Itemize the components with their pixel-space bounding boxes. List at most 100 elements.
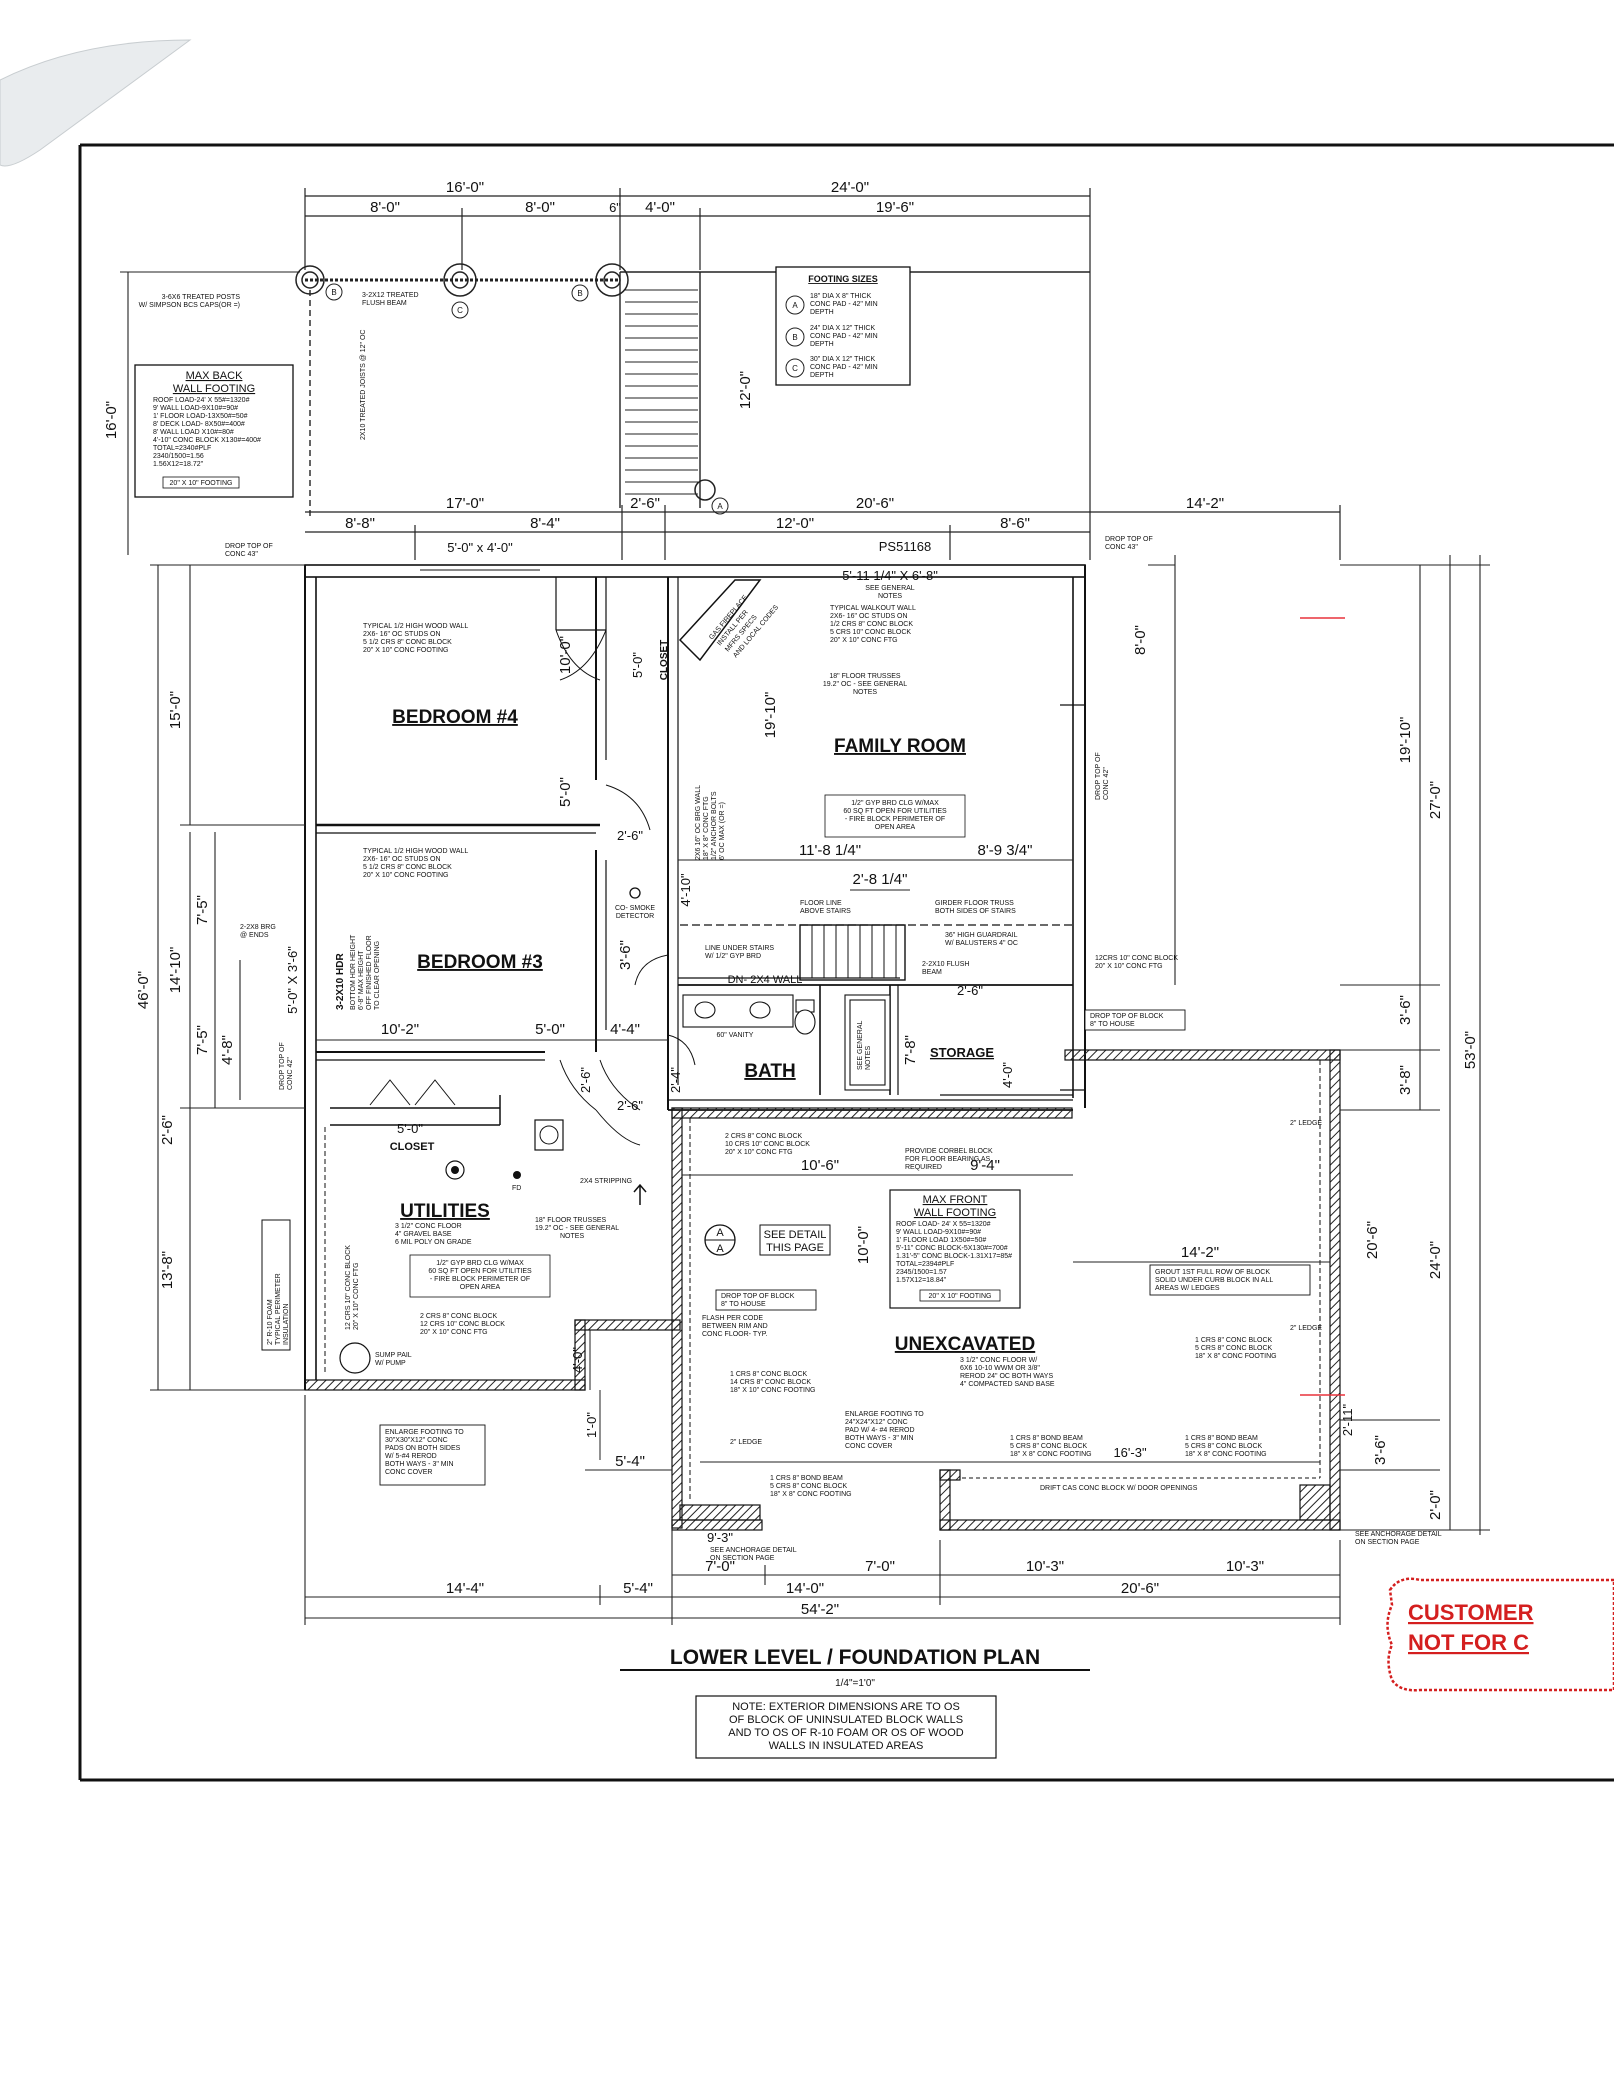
bond-beam-1-1: 1 CRS 8" BOND BEAM <box>770 1475 843 1482</box>
paper-curl <box>0 40 190 166</box>
dim-right-19-10: 19'-10" <box>1397 717 1414 764</box>
girder-2: BOTH SIDES OF STAIRS <box>935 908 1016 915</box>
foam-1: 2" R-10 FOAM <box>267 1299 274 1345</box>
max-back-line-3: 1' FLOOR LOAD-13X50#=50# <box>153 413 248 420</box>
dim-right-2: 2'-0" <box>1427 1490 1444 1520</box>
block-1-14-2: 14 CRS 8" CONC BLOCK <box>730 1379 811 1386</box>
half-wall-b-1: TYPICAL 1/2 HIGH WOOD WALL <box>363 848 468 855</box>
see-detail-a: A A SEE DETAIL THIS PAGE <box>705 1225 830 1255</box>
grout-3: AREAS W/ LEDGES <box>1155 1285 1220 1292</box>
flash-3: CONC FLOOR- TYP. <box>702 1331 768 1338</box>
ledge-1: 2" LEDGE <box>1290 1120 1322 1127</box>
furnace-core <box>451 1166 459 1174</box>
dim-top-24: 24'-0" <box>831 179 869 196</box>
dim-fr-19-10: 19'-10" <box>762 692 779 739</box>
footing-b-key: B <box>792 333 797 342</box>
block-2-12-2: 12 CRS 10" CONC BLOCK <box>420 1321 505 1328</box>
dim-bottom-54-2: 54'-2" <box>801 1601 839 1618</box>
room-bath: BATH <box>744 1061 795 1082</box>
dim-unex-16-3: 16'-3" <box>1113 1445 1147 1460</box>
girder-1: GIRDER FLOOR TRUSS <box>935 900 1014 907</box>
dim-b3-10-2: 10'-2" <box>381 1021 419 1038</box>
block-1-5-3: 18" X 8" CONC FOOTING <box>1195 1353 1277 1360</box>
flash-2: BETWEEN RIM AND <box>702 1323 768 1330</box>
dim-unex-4: 4'-0" <box>570 1347 585 1373</box>
under-stairs-2: W/ 1/2" GYP BRD <box>705 953 761 960</box>
guardrail-1: 36" HIGH GUARDRAIL <box>945 932 1018 939</box>
svg-text:A: A <box>717 502 723 511</box>
grout-1: GROUT 1ST FULL ROW OF BLOCK <box>1155 1269 1270 1276</box>
dim-right-53: 53'-0" <box>1462 1031 1479 1069</box>
see-general-fr-2: NOTES <box>878 593 902 600</box>
co-smoke-icon <box>630 888 640 898</box>
max-back-footing: 20" X 10" FOOTING <box>170 480 233 487</box>
gyp-fr-3: - FIRE BLOCK PERIMETER OF <box>845 816 945 823</box>
footing-a-key: A <box>792 301 798 310</box>
room-unexcavated: UNEXCAVATED <box>895 1334 1035 1355</box>
enlarge-left-3: PADS ON BOTH SIDES <box>385 1445 461 1452</box>
dim-right-3-6: 3'-6" <box>1397 995 1414 1025</box>
vanity: 60" VANITY <box>717 1032 754 1039</box>
enlarge-left-2: 30"X30"X12" CONC <box>385 1437 448 1444</box>
block-2-12-1: 2 CRS 8" CONC BLOCK <box>420 1313 498 1320</box>
dim-bath-7-8: 7'-8" <box>902 1035 919 1065</box>
dim-top-4: 4'-0" <box>645 199 675 216</box>
bond-beam-3-1: 1 CRS 8" BOND BEAM <box>1185 1435 1258 1442</box>
floor-drain-icon <box>513 1171 521 1179</box>
stairs-dn: DN- 2X4 WALL <box>728 974 803 986</box>
window-size-b4: 5'-0" x 4'-0" <box>447 540 513 555</box>
dim-8-6: 8'-6" <box>1000 515 1030 532</box>
ledge-3: 2" LEDGE <box>730 1439 762 1446</box>
deck-post-4 <box>695 480 715 500</box>
footing-sizes-title: FOOTING SIZES <box>808 274 878 284</box>
bond-beam-2-2: 5 CRS 8" CONC BLOCK <box>1010 1443 1088 1450</box>
dim-b3-2-6b: 2'-6" <box>617 1098 643 1113</box>
anchorage-left-1: SEE ANCHORAGE DETAIL <box>710 1547 797 1554</box>
block-1-14-3: 18" X 10" CONC FOOTING <box>730 1387 816 1394</box>
enlarge-mid-3: PAD W/ 4- #4 REROD <box>845 1427 915 1434</box>
dim-8-4: 8'-4" <box>530 515 560 532</box>
footing-a-3: DEPTH <box>810 309 834 316</box>
block-1-5-1: 1 CRS 8" CONC BLOCK <box>1195 1337 1273 1344</box>
dim-left-14-10: 14'-10" <box>167 947 184 994</box>
gyp-ut-2: 60 SQ FT OPEN FOR UTILITIES <box>428 1268 532 1275</box>
block-1-5-2: 5 CRS 8" CONC BLOCK <box>1195 1345 1273 1352</box>
ledge-2: 2" LEDGE <box>1290 1325 1322 1332</box>
footing-b-2: CONC PAD - 42" MIN <box>810 333 878 340</box>
dim-stor-2-6: 2'-6" <box>957 983 983 998</box>
walkout-5: 20" X 10" CONC FTG <box>830 637 898 644</box>
dim-left-7-5b: 7'-5" <box>194 1025 211 1055</box>
dim-unex-1: 1'-0" <box>584 1412 599 1438</box>
drop-top-42-left-2: CONC 42" <box>287 1057 294 1090</box>
dim-unex-10-6: 10'-6" <box>801 1157 839 1174</box>
ten-crs-3: 20" X 10" CONC FTG <box>725 1149 793 1156</box>
bearing-3: 1/2" ANCHOR BOLTS <box>711 791 718 860</box>
gyp-fr-4: OPEN AREA <box>875 824 916 831</box>
see-detail-2: THIS PAGE <box>766 1242 824 1254</box>
anchorage-left-2: ON SECTION PAGE <box>710 1555 775 1562</box>
footing-a-1: 18" DIA X 8" THICK <box>810 293 872 300</box>
sump-1: SUMP PAIL <box>375 1352 412 1359</box>
see-detail-key-top: A <box>716 1227 724 1239</box>
drop-top-43-left-2: CONC 43" <box>225 551 258 558</box>
dim-b3-4-4: 4'-4" <box>610 1021 640 1038</box>
ut-floor-2: 4" GRAVEL BASE <box>395 1231 452 1238</box>
room-bedroom-3: BEDROOM #3 <box>417 952 543 973</box>
room-closet: CLOSET <box>390 1141 435 1153</box>
note-flush-beam-2: FLUSH BEAM <box>362 300 407 307</box>
max-back-line-1: ROOF LOAD-24' X 55#=1320# <box>153 397 250 404</box>
dim-12: 12'-0" <box>776 515 814 532</box>
drop-top-42-left-1: DROP TOP OF <box>279 1042 286 1090</box>
anchorage-right-2: ON SECTION PAGE <box>1355 1539 1420 1546</box>
max-back-line-6: 4'-10" CONC BLOCK X130#=400# <box>153 437 261 444</box>
drop-top-42-right-2: CONC 42" <box>1103 767 1110 800</box>
dim-bottom-7b: 7'-0" <box>865 1558 895 1575</box>
max-front-line-3: 1' FLOOR LOAD 1X50#=50# <box>896 1237 986 1244</box>
dim-14-2: 14'-2" <box>1186 495 1224 512</box>
max-front-line-4: 5'-11" CONC BLOCK-5X130#=700# <box>896 1245 1008 1252</box>
bath-general-2: NOTES <box>865 1046 872 1070</box>
floor-line-2: ABOVE STAIRS <box>800 908 851 915</box>
plan-title: LOWER LEVEL / FOUNDATION PLAN <box>670 1646 1040 1669</box>
